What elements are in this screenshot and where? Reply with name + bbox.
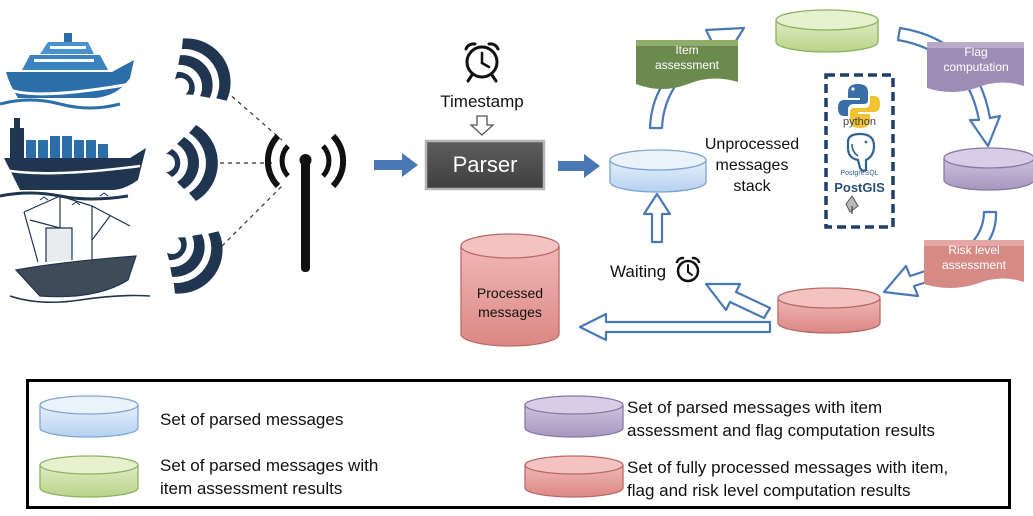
processed-line-1: Processed <box>476 285 544 301</box>
risk-assessed-cylinder <box>777 287 881 334</box>
parser-box <box>424 139 546 191</box>
python-label: python <box>842 116 877 128</box>
python-logo-icon <box>838 84 880 128</box>
legend-item-line-2: item assessment results <box>160 479 343 498</box>
legend-cylinder-purple <box>524 395 624 438</box>
alarm-clock-icon <box>464 42 500 83</box>
fishing-boat-icon <box>9 192 151 304</box>
legend-text-fully-processed: Set of fully processed messages with ite… <box>627 456 948 502</box>
risk-level-banner <box>924 240 1024 288</box>
postgresql-label: PostgreSQL <box>840 170 879 177</box>
arrow-timestamp-to-parser <box>469 115 495 136</box>
legend <box>26 379 1011 509</box>
processed-line-2: messages <box>478 304 542 320</box>
unprocessed-line-3: stack <box>733 178 771 195</box>
waiting-clock-icon <box>675 256 701 283</box>
arrow-antenna-to-parser <box>374 153 418 177</box>
signal-waves-icon <box>166 38 231 294</box>
unprocessed-line-2: messages <box>715 157 789 174</box>
cruise-ship-icon <box>0 33 134 110</box>
flag-computation-banner <box>927 42 1024 92</box>
legend-flag-line-2: assessment and flag computation results <box>627 421 936 440</box>
postgis-label: PostGIS <box>834 180 885 195</box>
legend-flag-line-1: Set of parsed messages with item <box>627 398 883 417</box>
flag-computed-cylinder <box>943 147 1033 191</box>
legend-text-item-assessed: Set of parsed messages with item assessm… <box>160 454 378 500</box>
antenna-icon <box>264 133 347 272</box>
legend-text-parsed: Set of parsed messages <box>160 408 343 431</box>
tech-stack-box <box>824 73 895 229</box>
arrow-parser-to-stack <box>558 154 600 178</box>
unprocessed-messages-cylinder <box>609 149 707 193</box>
risk-level-line-1: Risk level <box>948 243 1000 257</box>
legend-text-flag-computed: Set of parsed messages with item assessm… <box>627 396 935 442</box>
item-assessment-label: Item assessment <box>640 43 734 73</box>
signal-links <box>212 85 283 247</box>
postgis-logo-icon <box>845 195 859 214</box>
item-assessment-line-1: Item <box>675 43 699 57</box>
item-assessment-banner <box>636 40 738 89</box>
flag-computation-line-2: computation <box>943 60 1009 74</box>
processed-messages-cylinder <box>460 233 560 347</box>
unprocessed-line-1: Unprocessed <box>704 136 800 153</box>
cargo-ship-icon <box>0 118 146 201</box>
risk-level-label: Risk level assessment <box>926 243 1022 273</box>
postgresql-elephant-icon <box>846 132 876 172</box>
risk-level-line-2: assessment <box>941 258 1007 272</box>
legend-item-line-1: Set of parsed messages with <box>160 456 379 475</box>
parser-label: Parser <box>452 152 518 177</box>
item-assessment-line-2: assessment <box>654 58 720 72</box>
legend-cylinder-blue <box>39 395 139 438</box>
waiting-label: Waiting <box>610 262 667 281</box>
processed-messages-label: Processed messages <box>461 284 559 322</box>
flag-computation-label: Flag computation <box>929 45 1023 75</box>
legend-cylinder-red <box>524 455 624 498</box>
unprocessed-stack-label: Unprocessed messages stack <box>702 134 802 197</box>
item-assessed-cylinder <box>775 9 879 53</box>
timestamp-label: Timestamp <box>440 92 524 111</box>
flag-computation-line-1: Flag <box>964 45 988 59</box>
legend-risk-line-1: Set of fully processed messages with ite… <box>627 458 949 477</box>
legend-cylinder-green <box>39 455 139 498</box>
legend-parsed-line-1: Set of parsed messages <box>160 410 344 429</box>
legend-risk-line-2: flag and risk level computation results <box>627 481 911 500</box>
